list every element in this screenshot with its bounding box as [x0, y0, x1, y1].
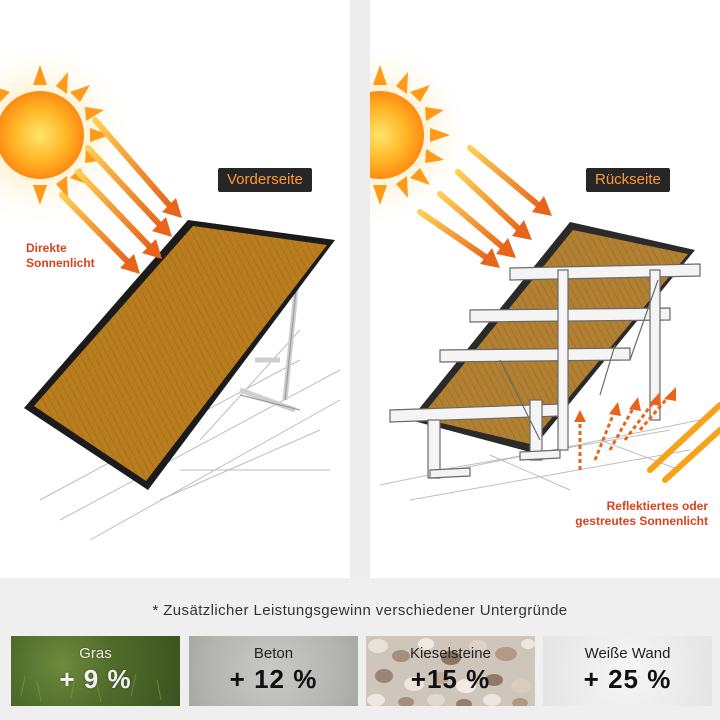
surface-gain-concrete: + 12 %: [229, 664, 318, 694]
surface-gain-pebbles: +15 %: [410, 664, 491, 694]
pebbles-texture: [367, 638, 535, 706]
surface-tile-grass: Gras + 9 %: [11, 636, 180, 706]
surface-name-white-wall: Weiße Wand: [584, 645, 671, 662]
reflected-sunlight-caption-line2: gestreutes Sonnenlicht: [575, 514, 708, 528]
surface-name-concrete: Beton: [253, 645, 294, 662]
direct-sunlight-caption-line2: Sonnenlicht: [26, 256, 95, 270]
surface-name-grass: Gras: [79, 645, 112, 662]
footnote: * Zusätzlicher Leistungsgewinn verschied…: [152, 602, 568, 619]
front-side-label: Vorderseite: [218, 168, 312, 192]
back-panel-drawing: [370, 40, 720, 501]
surface-gain-section: * Zusätzlicher Leistungsgewinn verschied…: [0, 578, 720, 720]
surface-gain-white-wall: + 25 %: [583, 664, 672, 694]
front-side-illustration: Vorderseite Direkte Sonnenlicht: [0, 0, 350, 578]
grass-texture: [20, 673, 162, 703]
reflected-sunlight-caption: Reflektiertes oder gestreutes Sonnenlich…: [570, 499, 708, 529]
direct-sunlight-caption: Direkte Sonnenlicht: [26, 241, 95, 271]
back-side-label: Rückseite: [586, 168, 670, 192]
back-side-illustration: Rückseite Reflektiertes oder gestreutes …: [370, 0, 720, 578]
surface-name-pebbles: Kieselsteine: [410, 645, 491, 662]
reflected-sunlight-caption-line1: Reflektiertes oder: [606, 499, 708, 513]
surface-tile-pebbles: Kieselsteine +15 %: [366, 636, 535, 706]
surface-gain-grass: + 9 %: [59, 664, 132, 694]
direct-sunlight-caption-line1: Direkte: [26, 241, 67, 255]
surface-tile-concrete: Beton + 12 %: [189, 636, 358, 706]
front-panel-drawing: [0, 40, 341, 541]
surface-tile-white-wall: Weiße Wand + 25 %: [543, 636, 712, 706]
